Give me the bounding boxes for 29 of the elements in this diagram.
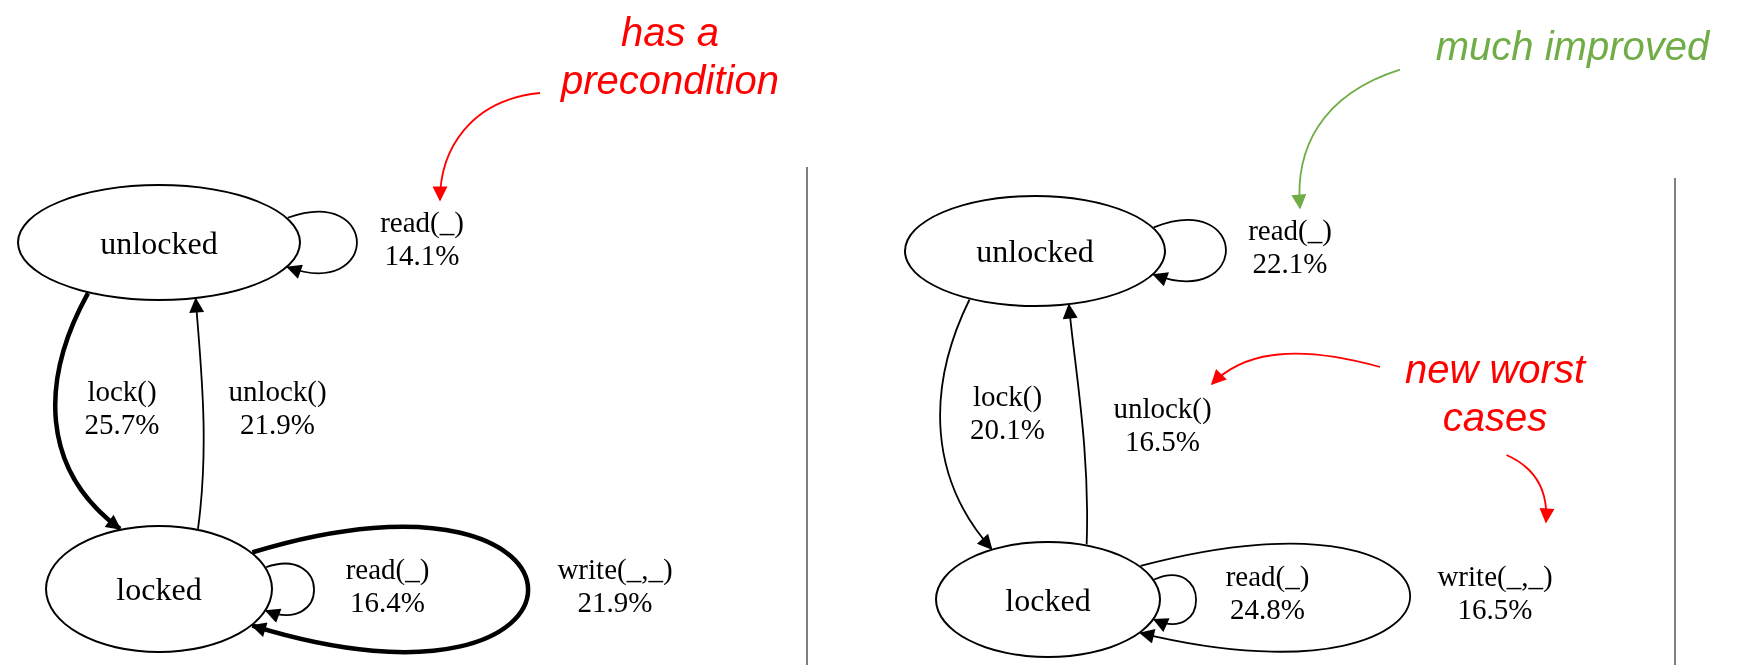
edge-label: read(_) 16.4%	[344, 553, 431, 620]
edge-label: lock() 20.1%	[969, 380, 1046, 447]
state-name: locked	[116, 573, 202, 605]
state-name: locked	[1005, 583, 1091, 616]
arrow	[53, 292, 122, 531]
callout-arrow	[433, 92, 541, 202]
edge-label: read(_) 24.8%	[1224, 560, 1311, 627]
edge-label: read(_) 22.1%	[1247, 214, 1333, 281]
edge-label: read(_) 14.1%	[379, 206, 465, 273]
state-name: unlocked	[976, 235, 1094, 267]
loop-arrow	[1139, 542, 1412, 653]
callout-arrow	[1505, 454, 1555, 524]
loop-arrow	[1152, 574, 1197, 631]
edge-label: write(_,_) 21.9%	[556, 553, 674, 620]
edge-label: unlock() 21.9%	[227, 375, 328, 442]
loop-arrow	[286, 211, 358, 278]
loop-arrow	[264, 562, 315, 622]
loop-arrow	[250, 524, 530, 655]
loop-arrow	[1152, 219, 1227, 286]
annotation-text: has a precondition	[540, 8, 800, 104]
callout-arrow	[1210, 352, 1381, 385]
annotation-text: new worst cases	[1380, 345, 1610, 441]
edge-label: unlock() 16.5%	[1112, 392, 1213, 459]
annotation-text: much improved	[1400, 22, 1745, 70]
arrow	[939, 298, 993, 550]
edge-label: write(_,_) 16.5%	[1436, 560, 1554, 627]
state-name: unlocked	[100, 226, 218, 259]
callout-arrow	[1291, 68, 1401, 210]
edge-label: lock() 25.7%	[83, 375, 161, 442]
